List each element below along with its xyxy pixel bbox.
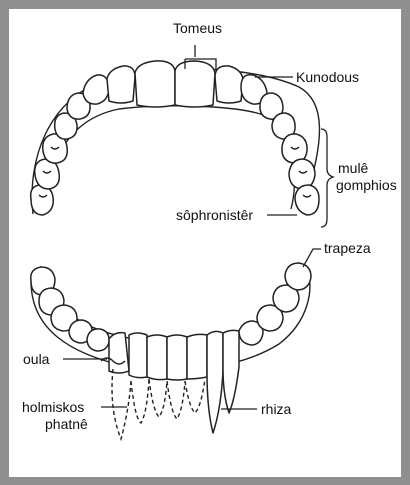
lower-right-lateral-incisor: [187, 334, 207, 379]
lower-right-central-incisor: [167, 335, 187, 380]
upper-arch: [31, 61, 320, 215]
upper-right-central-incisor: [175, 61, 215, 107]
label-tomeus: Tomeus: [173, 20, 222, 36]
lower-left-central-incisor: [147, 335, 167, 380]
upper-right-lateral-incisor: [215, 66, 243, 103]
label-rhiza: rhiza: [261, 401, 291, 417]
lower-right-premolar-1-with-root: [223, 330, 239, 413]
label-holmiskos-phatne-line2: phatnê: [45, 416, 88, 432]
upper-left-central-incisor: [135, 61, 175, 107]
label-mule-gomphios-line1: mulê: [338, 160, 368, 176]
upper-right-molar-2: [289, 159, 315, 189]
lower-right-molar-3: [285, 263, 311, 290]
lower-left-lateral-incisor: [129, 333, 147, 378]
label-trapeza: trapeza: [324, 240, 371, 256]
label-mule-gomphios-line2: gomphios: [336, 177, 397, 193]
lower-left-premolar-1: [87, 329, 109, 351]
upper-molar-cusp-details: [39, 147, 311, 197]
upper-left-canine: [83, 75, 109, 104]
lower-right-canine-with-root: [207, 331, 223, 433]
label-holmiskos-phatne-line1: holmiskos: [22, 399, 84, 415]
mule-gomphios-brace: [321, 129, 333, 227]
upper-left-lateral-incisor: [107, 66, 135, 103]
lower-left-canine: [109, 333, 129, 373]
upper-gum-inner: [47, 106, 295, 209]
label-sophronister: sôphronistêr: [176, 207, 253, 223]
upper-right-molar-3: [295, 185, 319, 215]
trapeza-leader: [303, 249, 321, 267]
label-oula: oula: [23, 351, 49, 367]
diagram-panel: Tomeus Kunodous mulê gomphios sôphronist…: [9, 9, 401, 477]
label-kunodous: Kunodous: [296, 69, 359, 85]
